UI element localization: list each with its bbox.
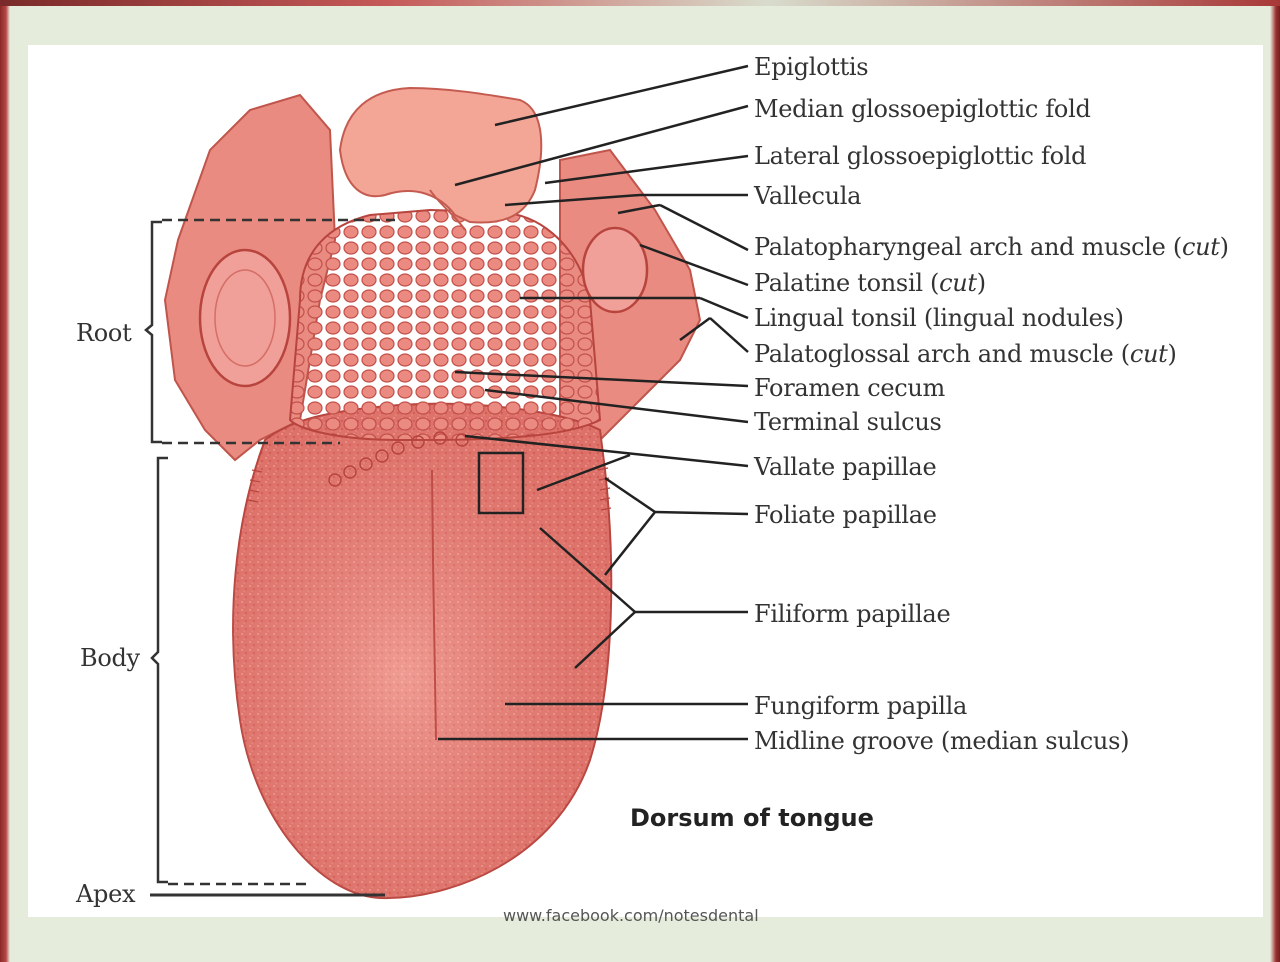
label-lingual-tonsil: Lingual tonsil (lingual nodules) — [754, 306, 1124, 330]
label-midline-groove: Midline groove (median sulcus) — [754, 729, 1129, 753]
region-label-root: Root — [76, 321, 131, 345]
label-foramen-cecum: Foramen cecum — [754, 376, 945, 400]
cut-note: cut — [1182, 233, 1220, 261]
label-fungiform-papilla: Fungiform papilla — [754, 694, 967, 718]
label-filiform-papillae: Filiform papillae — [754, 602, 950, 626]
tongue-root — [290, 210, 600, 440]
cut-note: cut — [939, 269, 977, 297]
label-palatoglossal-arch: Palatoglossal arch and muscle (cut) — [754, 342, 1177, 366]
right-palatine-tonsil — [583, 228, 647, 312]
label-palatopharyngeal-arch: Palatopharyngeal arch and muscle (cut) — [754, 235, 1229, 259]
label-terminal-sulcus: Terminal sulcus — [754, 410, 942, 434]
region-label-body: Body — [80, 646, 140, 670]
label-vallecula: Vallecula — [754, 184, 861, 208]
cut-note: cut — [1130, 340, 1168, 368]
label-lateral-glossoepiglottic-fold: Lateral glossoepiglottic fold — [754, 144, 1086, 168]
watermark: www.facebook.com/notesdental — [503, 906, 759, 925]
tongue-body-shade — [233, 404, 611, 898]
label-epiglottis: Epiglottis — [754, 55, 868, 79]
figure-title: Dorsum of tongue — [630, 804, 874, 832]
label-median-glossoepiglottic-fold: Median glossoepiglottic fold — [754, 97, 1091, 121]
label-palatine-tonsil: Palatine tonsil (cut) — [754, 271, 986, 295]
label-foliate-papillae: Foliate papillae — [754, 503, 937, 527]
region-label-apex: Apex — [76, 882, 135, 906]
label-vallate-papillae: Vallate papillae — [754, 455, 936, 479]
